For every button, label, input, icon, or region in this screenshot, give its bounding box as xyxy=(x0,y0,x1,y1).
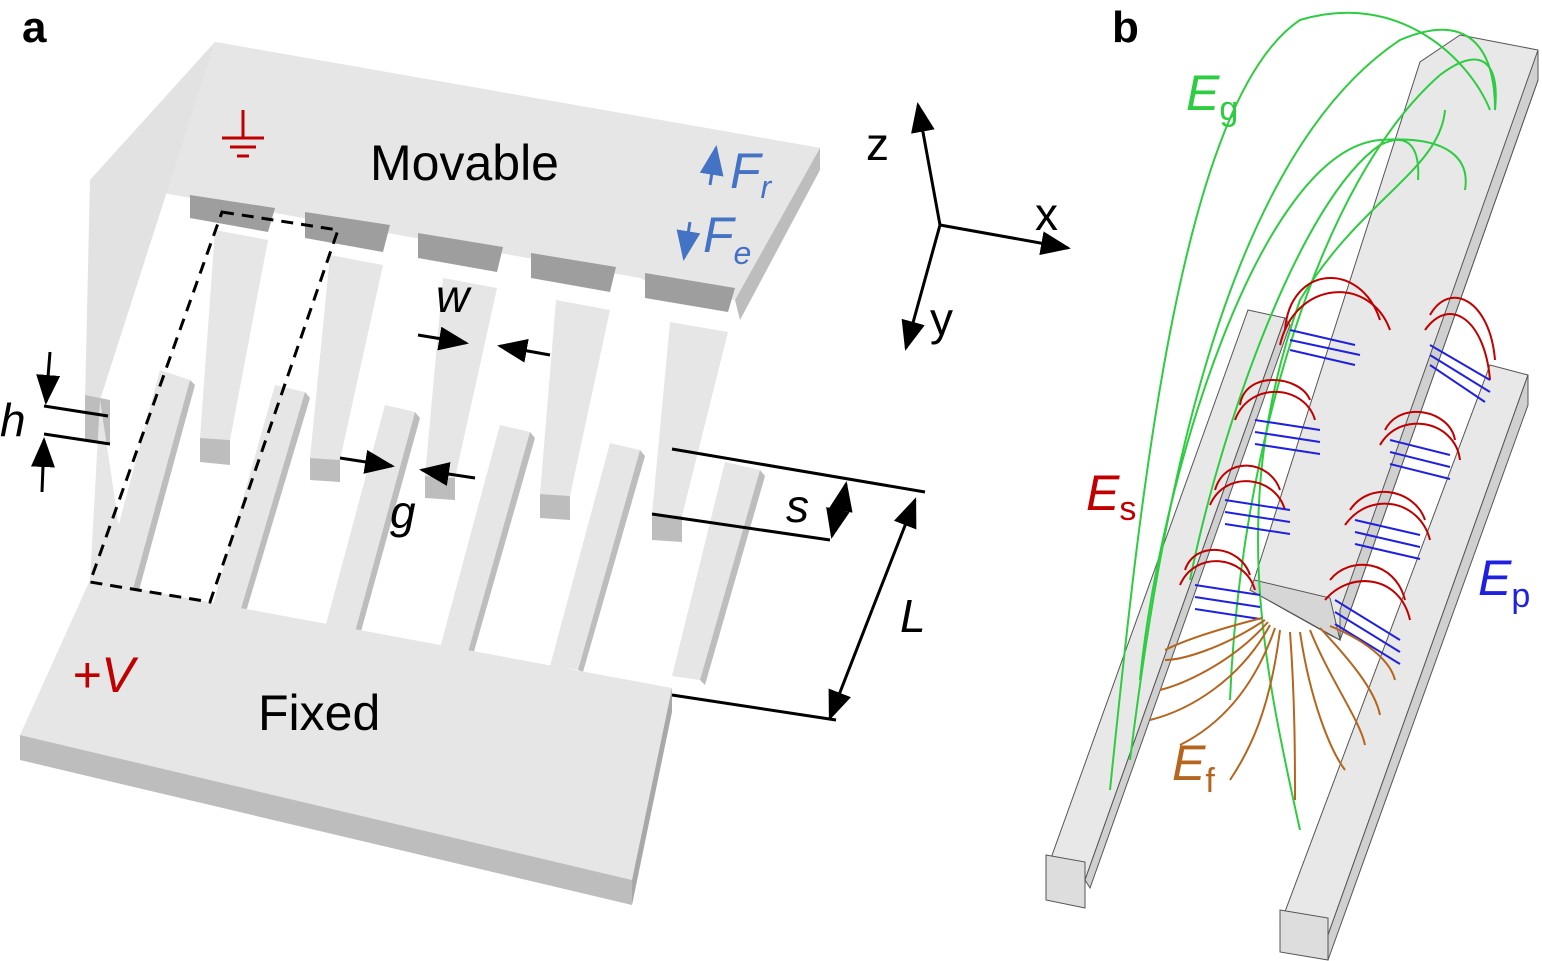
dim-g-label: g xyxy=(390,486,416,538)
field-f-label: Ef xyxy=(1172,735,1215,800)
panel-a-label: a xyxy=(22,3,47,52)
force-e-label: Fe xyxy=(703,207,751,271)
dim-w-label: w xyxy=(436,270,472,322)
dim-h-line-top xyxy=(43,404,109,418)
dim-h-arrow-bottom xyxy=(30,437,55,493)
ground-icon xyxy=(222,110,264,158)
force-e-arrow xyxy=(676,221,701,261)
voltage-label: +V xyxy=(72,647,139,703)
field-f-lines xyxy=(1149,617,1396,801)
dim-w-arrow-left xyxy=(417,326,469,351)
force-r-label: Fr xyxy=(730,143,773,205)
dim-ext-line-top xyxy=(671,447,926,494)
field-g-label: Eg xyxy=(1186,65,1238,128)
axes-triad xyxy=(901,102,1071,351)
dim-h-line-bottom xyxy=(43,432,111,446)
dim-g-arrow-left xyxy=(339,450,395,474)
fixed-label: Fixed xyxy=(258,685,380,741)
movable-label: Movable xyxy=(370,135,559,191)
dim-l-arrow-up xyxy=(870,497,917,611)
dim-h-arrow-top xyxy=(36,351,61,405)
dim-w-arrow-right xyxy=(497,338,551,363)
axis-z-label: z xyxy=(866,118,889,170)
axis-x-label: x xyxy=(1035,188,1058,240)
field-g-lines xyxy=(1109,11,1497,831)
dim-h-label: h xyxy=(0,394,26,446)
dim-ext-line-bottom xyxy=(671,693,837,722)
dim-s-arrow-down xyxy=(826,499,850,539)
field-p-label: Ep xyxy=(1478,550,1530,615)
force-r-arrow xyxy=(699,145,724,186)
dim-g-arrow-right xyxy=(419,462,476,486)
field-p-lines xyxy=(1194,329,1491,665)
dim-l-arrow-down xyxy=(828,609,874,721)
dim-s-label: s xyxy=(786,480,809,532)
field-s-lines xyxy=(1179,276,1496,621)
dim-l-label: L xyxy=(900,590,926,642)
panel-b-label: b xyxy=(1112,3,1139,52)
axis-y-label: y xyxy=(930,293,953,345)
dim-ext-line-mid xyxy=(651,512,831,542)
field-s-label: Es xyxy=(1086,465,1136,528)
